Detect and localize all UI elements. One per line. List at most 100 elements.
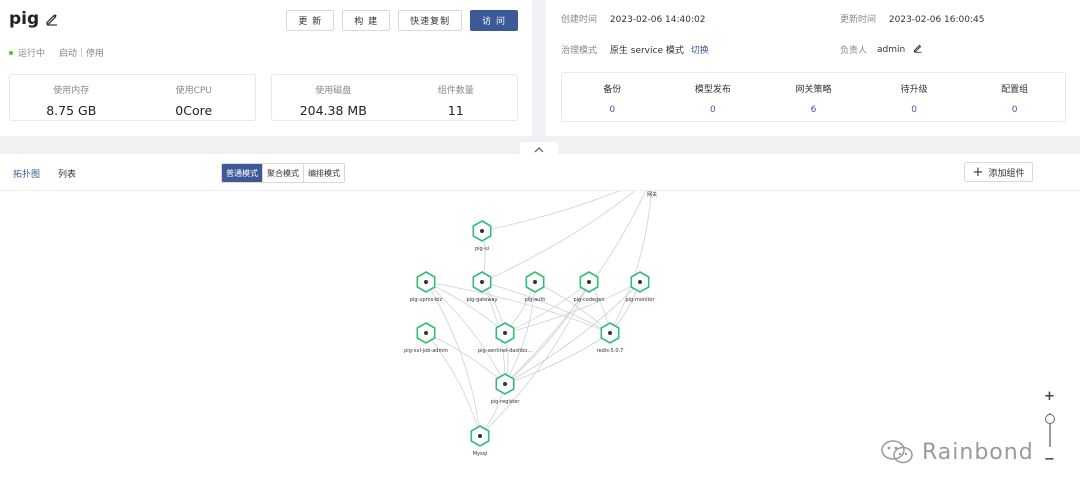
app-overview-card: pig 更 新 构 建 快速复制 访 问 运行中 启动 停用 使用内存 8.75… xyxy=(0,0,532,136)
updated-time: 更新时间 2023-02-06 16:00:45 xyxy=(840,12,984,25)
node-center-dot xyxy=(424,331,428,335)
stat-value: 0 xyxy=(911,105,917,115)
stat-model-publish[interactable]: 模型发布 0 xyxy=(663,73,764,121)
stat-value: 0 xyxy=(710,105,716,115)
app-name: pig xyxy=(9,9,40,29)
status-row: 运行中 启动 停用 xyxy=(9,46,104,59)
topology-node-ui[interactable]: pig-ui xyxy=(472,220,492,252)
topology-edge xyxy=(425,332,481,437)
node-label: Mysql xyxy=(473,451,487,457)
cpu-label: 使用CPU xyxy=(175,86,212,96)
view-tabbar: 拓扑图 列表 普通模式 聚合模式 编排模式 + 添加组件 xyxy=(0,154,1080,191)
owner-label: 负责人 xyxy=(840,46,868,56)
topology-edge xyxy=(425,281,481,437)
topology-edge xyxy=(425,281,611,334)
topology-node-codegen[interactable]: pig-codegen xyxy=(573,271,605,303)
watermark: Rainbond xyxy=(880,439,1034,465)
build-button[interactable]: 构 建 xyxy=(342,10,391,31)
memory-metric: 使用内存 8.75 GB xyxy=(10,75,133,120)
node-label: pig-gateway xyxy=(467,297,498,303)
created-time: 创建时间 2023-02-06 14:40:02 xyxy=(561,12,705,25)
stat-value: 6 xyxy=(810,105,817,115)
topology-edge xyxy=(534,281,611,334)
node-center-dot xyxy=(608,331,612,335)
node-label: 网关 xyxy=(647,191,657,198)
topology-graph: 网关 pig-ui pig-upms-biz pig-gateway pig-auth p… xyxy=(404,191,665,457)
stat-label: 配置组 xyxy=(1001,85,1029,95)
zoom-control: + − xyxy=(1040,390,1059,470)
updated-label: 更新时间 xyxy=(840,15,877,25)
component-count-value: 11 xyxy=(447,103,464,118)
quick-copy-button[interactable]: 快速复制 xyxy=(398,10,463,31)
topology-edge xyxy=(504,281,590,385)
node-center-dot xyxy=(424,280,428,284)
zoom-slider-handle[interactable] xyxy=(1044,414,1055,424)
topology-edge xyxy=(504,281,641,385)
stat-gateway-policy[interactable]: 网关策略 6 xyxy=(763,73,864,121)
stat-label: 网关策略 xyxy=(795,85,832,95)
tab-topology[interactable]: 拓扑图 xyxy=(13,170,41,180)
status-text: 运行中 xyxy=(18,49,46,59)
edit-icon[interactable] xyxy=(45,12,59,26)
node-center-dot xyxy=(587,280,591,284)
stat-value: 0 xyxy=(1011,105,1018,115)
cpu-value: 0Core xyxy=(175,103,213,118)
memory-value: 8.75 GB xyxy=(46,103,97,118)
mode-orchestrate[interactable]: 编排模式 xyxy=(303,164,344,182)
topology-edge xyxy=(481,281,611,334)
topology-node-auth[interactable]: pig-auth xyxy=(525,271,546,303)
topology-edge xyxy=(425,332,506,385)
zoom-out-button[interactable]: − xyxy=(1044,452,1055,467)
disk-label: 使用磁盘 xyxy=(315,86,352,96)
stop-link[interactable]: 停用 xyxy=(86,49,105,59)
node-center-dot xyxy=(503,382,507,386)
node-label: pig-codegen xyxy=(573,297,604,303)
node-label: pig-ui xyxy=(475,246,489,252)
chevron-up-icon xyxy=(534,146,544,152)
app-title: pig xyxy=(9,9,59,29)
stat-config-group[interactable]: 配置组 0 xyxy=(964,73,1065,121)
stat-value: 0 xyxy=(609,105,616,115)
topology-node-register[interactable]: pig-register xyxy=(491,373,521,405)
topology-node-redis[interactable]: redis-5.0.7 xyxy=(597,322,624,354)
node-label: pig-auth xyxy=(525,297,546,303)
node-label: pig-sentinel-dashbo... xyxy=(478,348,533,354)
mode-normal[interactable]: 普通模式 xyxy=(222,164,262,182)
memory-label: 使用内存 xyxy=(53,86,90,96)
owner-value: admin xyxy=(877,44,906,55)
node-label: pig-upms-biz xyxy=(410,297,443,303)
plus-icon: + xyxy=(972,164,984,180)
watermark-text: Rainbond xyxy=(922,439,1034,465)
stat-backup[interactable]: 备份 0 xyxy=(562,73,663,121)
governance-stats: 备份 0 模型发布 0 网关策略 6 待升级 0 配置组 0 xyxy=(561,72,1066,122)
tab-list[interactable]: 列表 xyxy=(58,170,77,180)
topology-edge xyxy=(481,191,620,232)
mode-switcher: 普通模式 聚合模式 编排模式 xyxy=(221,163,345,183)
topology-edge xyxy=(504,281,641,334)
updated-value: 2023-02-06 16:00:45 xyxy=(888,15,985,25)
component-count-metric: 组件数量 11 xyxy=(395,75,518,120)
collapse-toggle[interactable] xyxy=(520,142,558,156)
topology-node-monitor[interactable]: pig-monitor xyxy=(625,271,655,303)
mode-aggregate[interactable]: 聚合模式 xyxy=(262,164,303,182)
zoom-slider[interactable] xyxy=(1044,413,1055,447)
start-link[interactable]: 启动 xyxy=(59,49,78,59)
node-center-dot xyxy=(480,229,484,233)
stat-label: 备份 xyxy=(603,85,622,95)
zoom-in-button[interactable]: + xyxy=(1044,389,1055,404)
wechat-icon xyxy=(881,440,913,464)
add-component-button[interactable]: + 添加组件 xyxy=(964,162,1033,182)
stat-pending-upgrade[interactable]: 待升级 0 xyxy=(864,73,965,121)
visit-button[interactable]: 访 问 xyxy=(470,10,518,31)
topology-node-sentinel[interactable]: pig-sentinel-dashbo... xyxy=(478,322,533,354)
app-info-card: 创建时间 2023-02-06 14:40:02 更新时间 2023-02-06… xyxy=(546,0,1080,136)
update-button[interactable]: 更 新 xyxy=(286,10,335,31)
topology-node-gw[interactable]: 网关 xyxy=(638,191,665,198)
add-component-label: 添加组件 xyxy=(988,168,1025,179)
topology-node-gateway[interactable]: pig-gateway xyxy=(467,271,498,303)
edit-owner-icon[interactable] xyxy=(913,43,923,56)
topology-node-xxljob[interactable]: pig-xxl-job-admin xyxy=(404,322,448,354)
switch-governance-link[interactable]: 切换 xyxy=(690,46,709,56)
topology-node-upms[interactable]: pig-upms-biz xyxy=(410,271,443,303)
topology-node-mysql[interactable]: Mysql xyxy=(470,425,490,457)
